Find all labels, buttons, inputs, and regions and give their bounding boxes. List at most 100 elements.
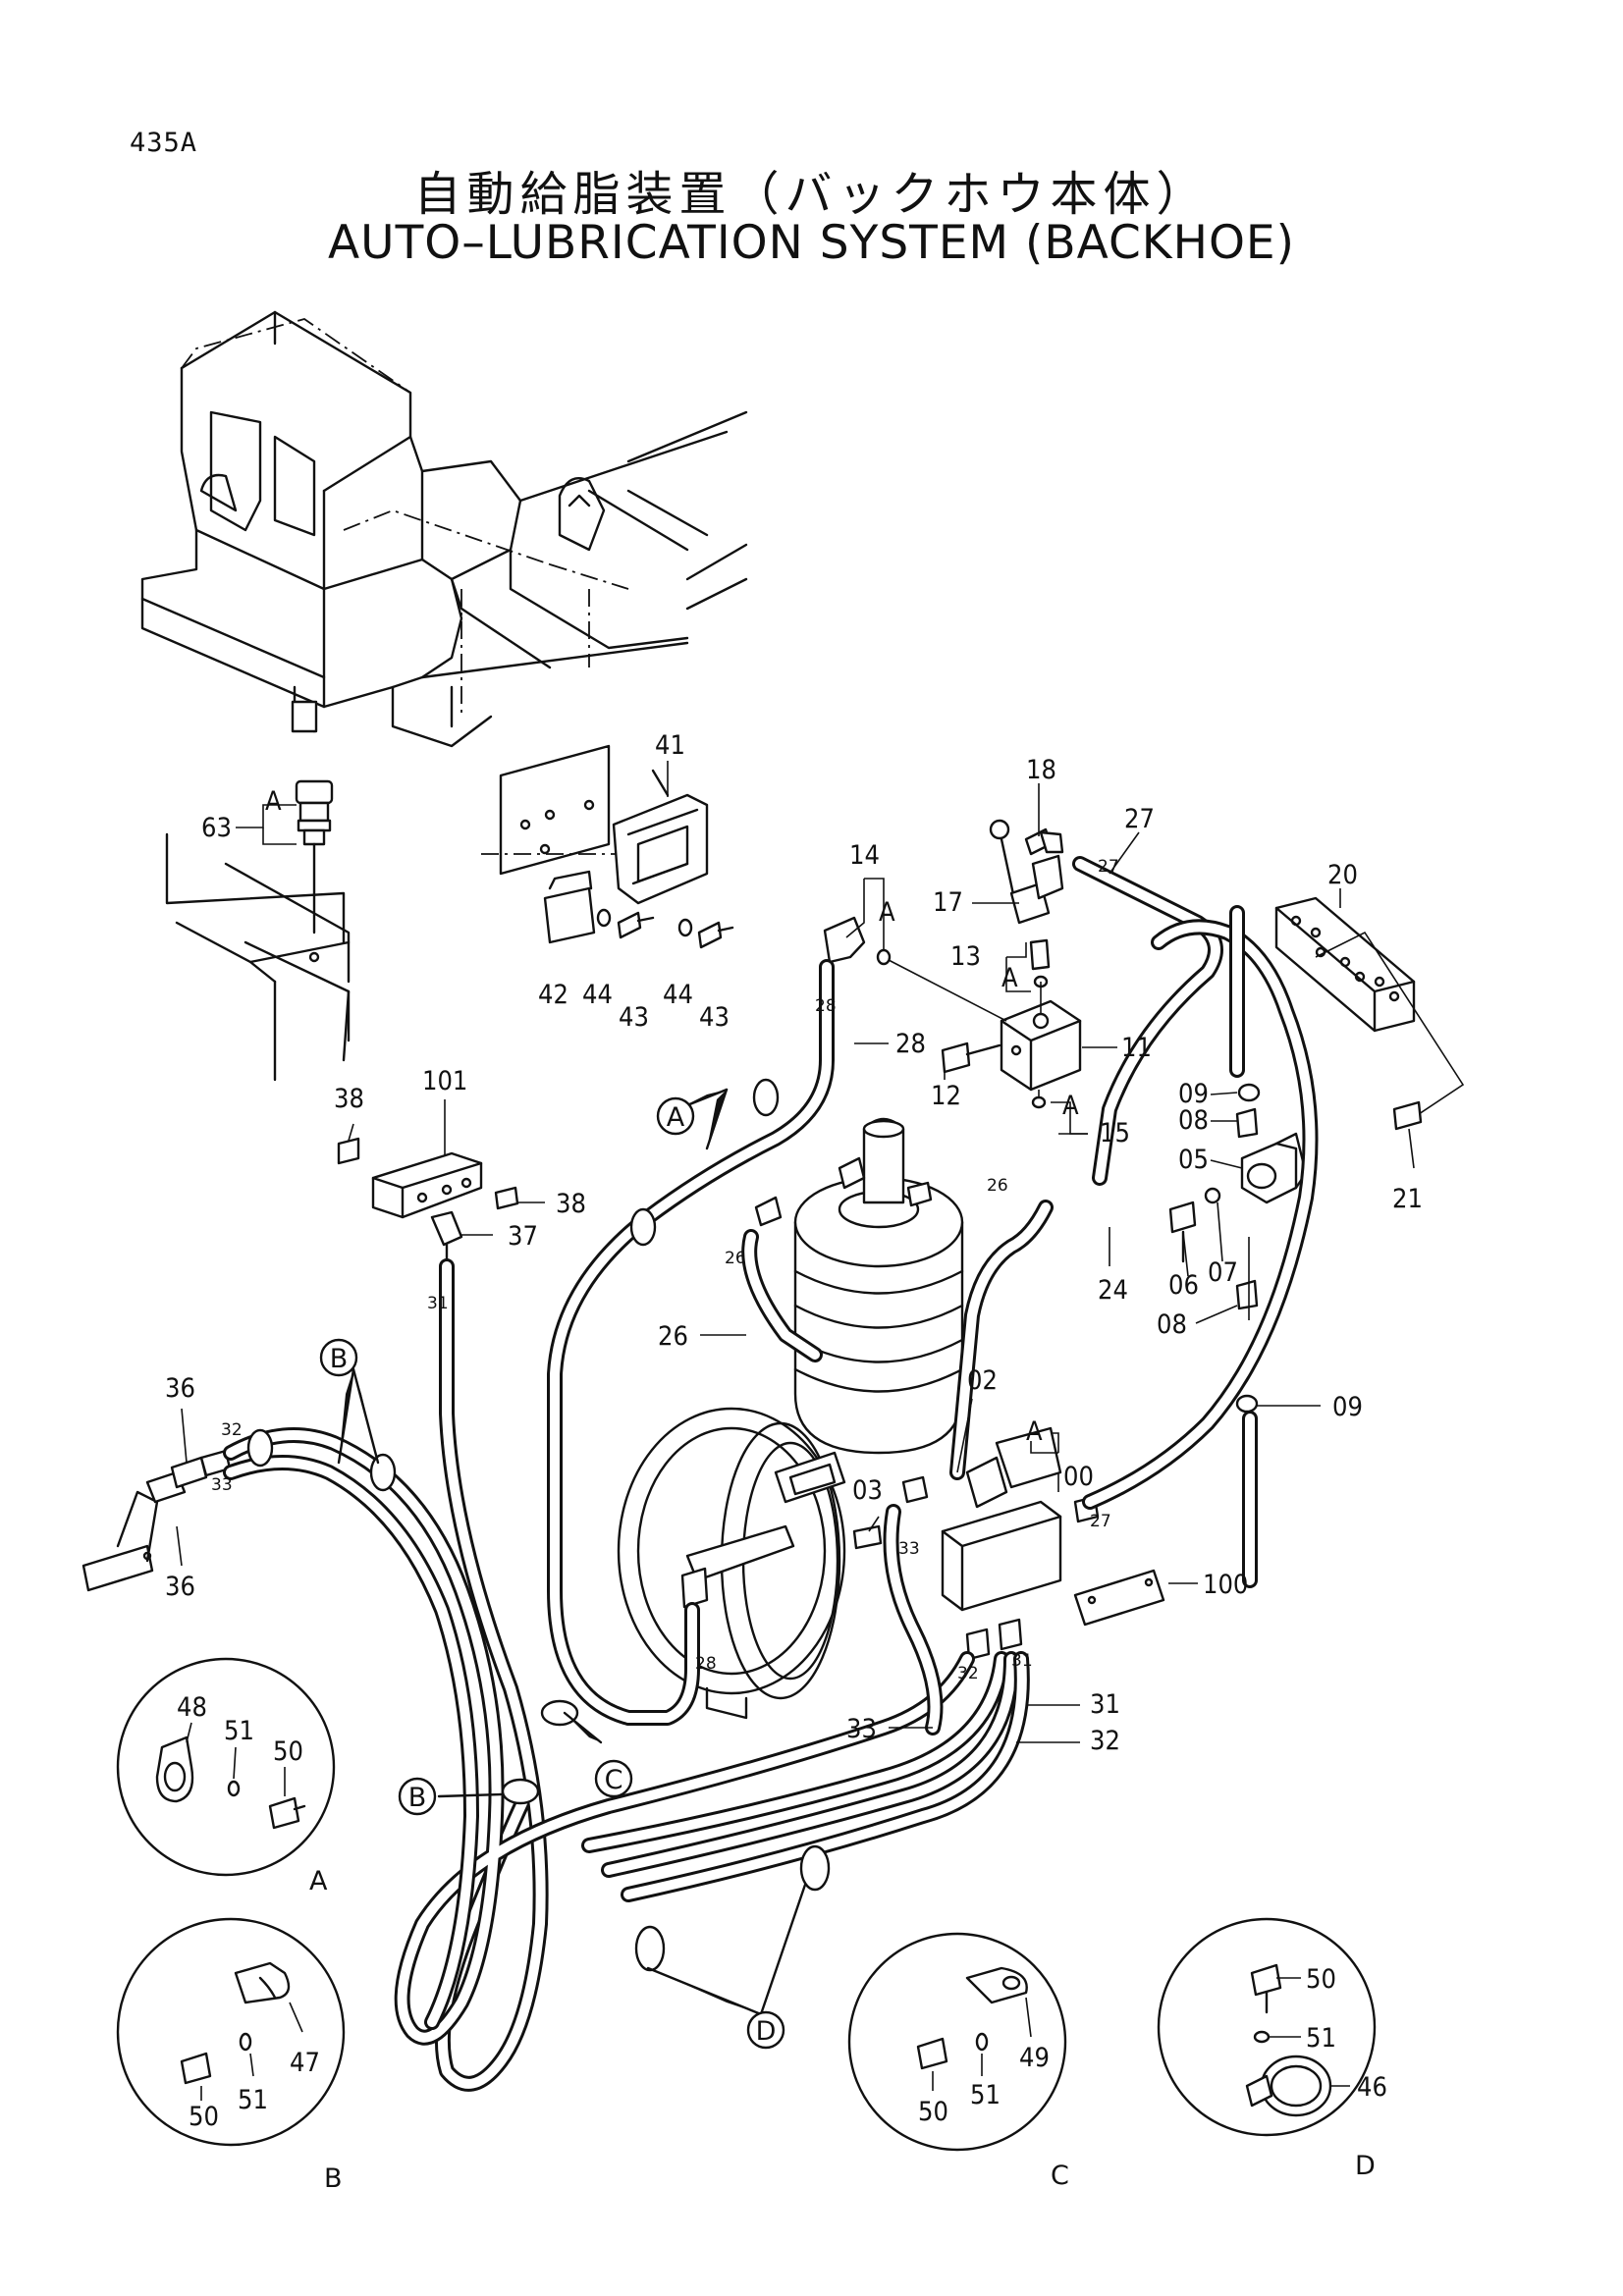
- callout-44a: 44: [582, 980, 613, 1010]
- callout-06: 06: [1168, 1270, 1199, 1301]
- part-05-09-fittings: [1168, 1083, 1308, 1414]
- detail-circle-a: A: [116, 1657, 336, 1896]
- callout-42: 42: [538, 980, 568, 1010]
- lube-pump-drum: [754, 1117, 964, 1455]
- callout-08b: 08: [1157, 1309, 1187, 1340]
- callout-32-small: 32: [221, 1420, 243, 1440]
- callout-50c: 50: [918, 2097, 948, 2127]
- callout-47: 47: [290, 2048, 320, 2078]
- callout-00: 00: [1063, 1462, 1094, 1492]
- part-20-plate: [1274, 896, 1465, 1131]
- callout-50a: 50: [273, 1736, 303, 1767]
- callout-18: 18: [1026, 755, 1056, 785]
- svg-text:B: B: [324, 2163, 343, 2194]
- callout-14: 14: [849, 840, 880, 871]
- callout-31-small-b: 31: [1011, 1651, 1033, 1671]
- ref-a-00: A: [1026, 1416, 1043, 1447]
- callout-26-small-b: 26: [987, 1176, 1008, 1196]
- callout-21: 21: [1392, 1184, 1423, 1214]
- callout-27-small-b: 27: [1090, 1512, 1111, 1531]
- callout-28-small-b: 28: [695, 1654, 717, 1674]
- title-japanese: 自動給脂装置（バックホウ本体）: [413, 167, 1210, 222]
- part-36-fittings: [81, 1449, 232, 1592]
- callout-37: 37: [508, 1221, 538, 1252]
- callout-27-small: 27: [1098, 857, 1119, 877]
- letter-marker-c: C: [594, 1759, 633, 1798]
- callout-12: 12: [931, 1081, 961, 1111]
- callout-51b: 51: [238, 2085, 268, 2115]
- callout-33: 33: [846, 1714, 877, 1744]
- hose-reel: [617, 1407, 846, 1720]
- svg-text:D: D: [1355, 2151, 1376, 2181]
- callout-13: 13: [950, 941, 981, 972]
- part-41-controller: [481, 744, 734, 949]
- callout-02: 02: [967, 1365, 998, 1396]
- part-17-18-valve: [989, 819, 1064, 925]
- callout-49: 49: [1019, 2043, 1050, 2073]
- callout-43a: 43: [619, 1002, 649, 1033]
- callout-31-small: 31: [427, 1294, 449, 1313]
- callout-09b: 09: [1332, 1392, 1363, 1422]
- callout-32: 32: [1090, 1726, 1120, 1756]
- callout-100: 100: [1203, 1570, 1248, 1600]
- callout-36a: 36: [165, 1373, 195, 1404]
- detail-circle-d: D: [1157, 1917, 1377, 2181]
- callout-26: 26: [658, 1321, 688, 1352]
- svg-text:A: A: [309, 1866, 328, 1896]
- callout-50d: 50: [1306, 1964, 1336, 1995]
- callout-33-small: 33: [898, 1539, 920, 1559]
- hose-clamps: [246, 1078, 831, 1972]
- callout-20: 20: [1327, 860, 1358, 890]
- callout-07: 07: [1208, 1257, 1238, 1288]
- detail-circle-c: C: [847, 1932, 1069, 2191]
- callout-48: 48: [177, 1692, 207, 1723]
- callout-15: 15: [1100, 1118, 1130, 1148]
- callout-08a: 08: [1178, 1105, 1209, 1136]
- part-00-valve-block: [852, 1426, 1100, 1661]
- callout-50b: 50: [189, 2102, 219, 2132]
- callout-63: 63: [201, 813, 232, 843]
- svg-text:B: B: [330, 1344, 349, 1374]
- callout-44b: 44: [663, 980, 693, 1010]
- callout-28: 28: [895, 1029, 926, 1059]
- letter-marker-a: A: [656, 1096, 695, 1136]
- svg-text:C: C: [605, 1765, 623, 1795]
- ref-a-13: A: [1001, 963, 1018, 993]
- part-11-block: [941, 982, 1082, 1109]
- callout-46: 46: [1357, 2072, 1387, 2103]
- callout-43b: 43: [699, 1002, 730, 1033]
- callout-101: 101: [422, 1066, 467, 1096]
- page-number: 435A: [130, 128, 198, 158]
- callout-36b: 36: [165, 1572, 195, 1602]
- hoses: [223, 856, 1319, 2092]
- callout-05: 05: [1178, 1145, 1209, 1175]
- svg-text:B: B: [408, 1783, 427, 1813]
- part-63-switch: [165, 779, 351, 1082]
- callout-27: 27: [1124, 804, 1155, 834]
- callout-32-small-b: 32: [957, 1664, 979, 1683]
- ref-a-15: A: [1062, 1091, 1079, 1121]
- callout-41: 41: [655, 730, 685, 761]
- svg-text:D: D: [756, 2016, 777, 2047]
- wedge-markers: [339, 1090, 805, 2014]
- callout-38b: 38: [556, 1189, 586, 1219]
- callout-09a: 09: [1178, 1079, 1209, 1109]
- part-100-plate: [1073, 1569, 1165, 1627]
- callout-31: 31: [1090, 1689, 1120, 1720]
- callout-17: 17: [933, 887, 963, 918]
- part-101-block: [337, 1137, 519, 1263]
- callout-38a: 38: [334, 1084, 364, 1114]
- callout-51d: 51: [1306, 2023, 1336, 2054]
- machine-outline: [140, 310, 748, 748]
- letter-marker-b-top: B: [319, 1338, 358, 1377]
- svg-text:C: C: [1051, 2161, 1069, 2191]
- ref-a-63: A: [265, 786, 282, 817]
- callout-26-small-a: 26: [725, 1249, 746, 1268]
- callout-03: 03: [852, 1475, 883, 1506]
- callout-33-small-b: 33: [211, 1475, 233, 1495]
- callout-24: 24: [1098, 1275, 1128, 1306]
- part-13-fitting: [1029, 938, 1051, 988]
- letter-marker-d: D: [746, 2010, 785, 2050]
- ref-a-14: A: [879, 897, 895, 928]
